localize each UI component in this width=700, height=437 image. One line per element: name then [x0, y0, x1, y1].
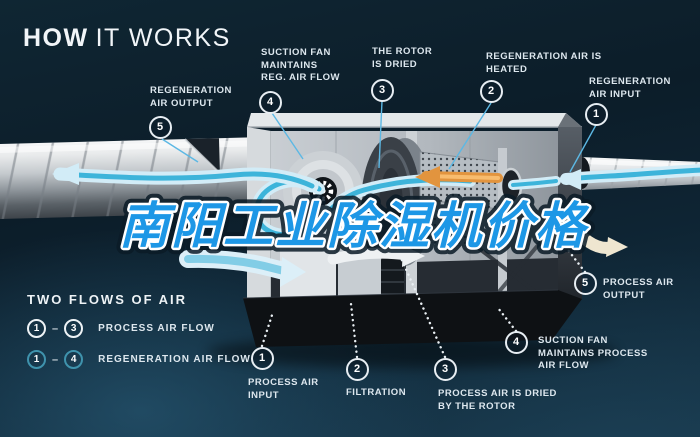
callout-label-suction-fan-reg: SUCTION FAN MAINTAINS REG. AIR FLOW — [261, 47, 340, 84]
heated-air-arrow — [415, 166, 503, 188]
callout-label-process-air-dried: PROCESS AIR IS DRIED BY THE ROTOR — [438, 388, 557, 412]
callout-number: 1 — [258, 352, 266, 364]
legend-title: TWO FLOWS OF AIR — [27, 292, 188, 307]
legend-number: 1 — [33, 354, 40, 365]
callout-circle-5-regeneration-output: 5 — [148, 115, 172, 139]
legend-number: 4 — [70, 354, 77, 365]
process-air-flow-arrows — [179, 227, 628, 287]
callout-label-process-air-input: PROCESS AIR INPUT — [248, 377, 319, 401]
legend-number: 3 — [70, 323, 77, 334]
callout-circle-2-filtration: 2 — [345, 357, 369, 381]
callout-label-filtration: FILTRATION — [346, 387, 407, 398]
callout-circle-1-regeneration-input: 1 — [584, 102, 608, 126]
legend-label-process: PROCESS AIR FLOW — [98, 323, 215, 334]
callout-number: 3 — [378, 84, 386, 96]
watermark-halo: 南阳工业除湿机价格 — [119, 198, 590, 254]
interior-box — [280, 244, 336, 312]
unit-right-wall — [558, 127, 582, 300]
page-title-emphasis: HOW — [23, 24, 89, 52]
callout-lines-dotted — [260, 248, 587, 359]
callout-label-suction-fan-process: SUCTION FAN MAINTAINS PROCESS AIR FLOW — [538, 335, 648, 372]
callout-number: 4 — [512, 336, 520, 348]
watermark-glyphs: 南阳工业除湿机价格 — [119, 198, 590, 254]
callout-circle-3-rotor-dried: 3 — [370, 78, 394, 102]
legend-number: 1 — [33, 323, 40, 334]
legend-label-regeneration: REGENERATION AIR FLOW — [98, 354, 251, 365]
callout-number: 3 — [441, 363, 449, 375]
callout-number: 2 — [487, 85, 495, 97]
callout-label-process-air-output: PROCESS AIR OUTPUT — [603, 277, 674, 301]
legend-circle-to: 3 — [64, 319, 84, 338]
callout-number: 2 — [353, 363, 361, 375]
callout-lines-solid — [161, 100, 597, 173]
callout-label-regeneration-air-output: REGENERATION AIR OUTPUT — [150, 85, 232, 109]
legend-circle-from: 1 — [27, 319, 46, 338]
legend-row-process: 1 – 3 PROCESS AIR FLOW — [27, 319, 251, 338]
callout-circle-4-suction-fan-reg: 4 — [258, 90, 282, 114]
watermark-text: 南阳工业除湿机价格 南阳工业除湿机价格 — [113, 192, 595, 261]
callout-label-rotor-is-dried: THE ROTOR IS DRIED — [372, 46, 433, 70]
unit-base — [243, 290, 582, 347]
callout-circle-3-process-dried: 3 — [433, 357, 457, 381]
legend: TWO FLOWS OF AIR 1 – 3 PROCESS AIR FLOW … — [27, 292, 251, 369]
callout-number: 5 — [156, 121, 164, 133]
callout-label-regeneration-air-heated: REGENERATION AIR IS HEATED — [486, 51, 602, 75]
callout-circle-4-suction-fan-process: 4 — [504, 330, 528, 354]
legend-row-regeneration: 1 – 4 REGENERATION AIR FLOW — [27, 350, 251, 369]
legend-dash: – — [52, 353, 59, 366]
callout-number: 5 — [581, 277, 589, 289]
callout-number: 4 — [266, 96, 274, 108]
callout-circle-1-process-input: 1 — [250, 346, 274, 370]
legend-circle-from: 1 — [27, 350, 46, 369]
callout-number: 1 — [592, 108, 600, 120]
callout-circle-5-process-output: 5 — [573, 271, 597, 295]
callout-circle-2-air-heated: 2 — [479, 79, 503, 103]
callout-label-regeneration-air-input: REGENERATION AIR INPUT — [589, 76, 671, 100]
unit-top-face — [247, 113, 582, 127]
page-title-rest: IT WORKS — [95, 24, 231, 52]
process-output-arrow — [539, 227, 619, 254]
legend-dash: – — [52, 322, 59, 335]
legend-circle-to: 4 — [64, 350, 84, 369]
